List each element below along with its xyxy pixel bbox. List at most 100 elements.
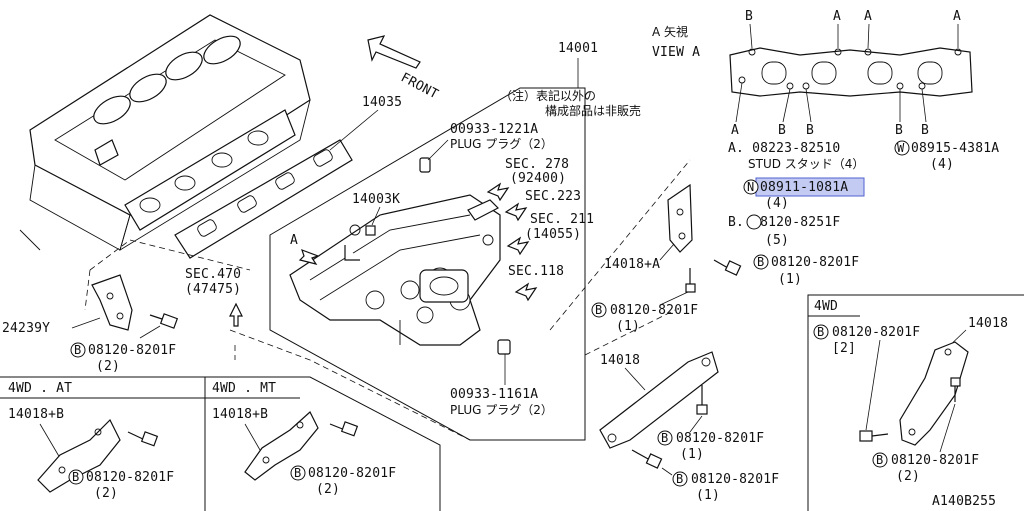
view-a-jp-label: A 矢視: [652, 24, 688, 39]
label-4wd: 4WD: [814, 299, 838, 314]
label-bolt-4wd-lower: 08120-8201F: [891, 453, 979, 468]
label-bolt-14018-upper: 08120-8201F: [676, 431, 764, 446]
arrow-sec278-icon: [486, 182, 510, 202]
label-stud-number: A. 08223-82510: [728, 141, 840, 156]
bracket-24239y-illustration: [91, 274, 133, 331]
marker-b-bottom-1: B: [778, 123, 786, 138]
circle-b-14018a-lower-icon: [591, 302, 607, 318]
label-sec223: SEC.223: [525, 189, 581, 204]
cylinder-head-illustration: [19, 14, 311, 251]
marker-a-top-1: A: [833, 9, 841, 24]
marker-a-top-2: A: [864, 9, 872, 24]
bolt-at-icon: [127, 431, 159, 447]
stay-14018-illustration: [599, 351, 719, 449]
plug-lower-icon: [497, 339, 511, 355]
label-stud-desc: STUD スタッド（4）: [748, 157, 864, 171]
label-sec118: SEC.118: [508, 264, 564, 279]
circle-w-icon: [894, 140, 910, 156]
qty-washer: (4): [930, 157, 954, 172]
note-line-2: 構成部品は非販売: [545, 103, 641, 118]
circle-n-icon: [743, 179, 759, 195]
label-14018a: 14018+A: [604, 257, 660, 272]
arrow-sec223-icon: [504, 202, 528, 222]
plug-upper-icon: [419, 157, 431, 173]
qty-bolt-24239y: (2): [96, 359, 120, 374]
note-line-1: （注）表記以外の: [500, 88, 596, 103]
label-plug-upper-desc: PLUG プラグ（2）: [450, 137, 553, 151]
label-bolt-14018a-lower: 08120-8201F: [610, 303, 698, 318]
label-14001: 14001: [558, 41, 598, 56]
bracket-14018b-at-illustration: [37, 418, 121, 493]
label-24239y: 24239Y: [2, 321, 50, 336]
qty-bolt-14018-upper: (1): [680, 447, 704, 462]
svg-text:B: B: [876, 453, 883, 467]
label-plug-lower-number: 00933-1161A: [450, 387, 538, 402]
circle-b-icon: [70, 342, 86, 358]
bolt-14018-lower-icon: [631, 449, 663, 469]
svg-text:B: B: [661, 431, 668, 445]
label-plug-lower-desc: PLUG プラグ（2）: [450, 403, 553, 417]
label-bolt-14018a: 08120-8201F: [771, 255, 859, 270]
label-bolt-at: 08120-8201F: [86, 470, 174, 485]
label-4wd-at: 4WD . AT: [8, 381, 72, 396]
arrow-sec118-icon: [514, 282, 538, 302]
circle-b-at-icon: [68, 469, 84, 485]
marker-b-bottom-3: B: [895, 123, 903, 138]
qty-bolt-4wd-lower: (2): [896, 469, 920, 484]
label-bolt-b-number: B. 08120-8251F: [728, 215, 840, 230]
arrow-sec470-icon: [229, 302, 243, 327]
qty-bolt-mt: (2): [316, 482, 340, 497]
label-bolt-4wd-upper: 08120-8201F: [832, 325, 920, 340]
circle-b-4wd-upper-icon: [813, 324, 829, 340]
front-direction-arrow: FRONT: [367, 35, 441, 102]
label-sec470-sub: (47475): [185, 282, 241, 297]
bolt-14018a-lower-icon: [685, 268, 696, 293]
bolt-14018-upper-icon: [696, 385, 708, 415]
svg-text:W: W: [897, 141, 905, 155]
label-4wd-mt: 4WD . MT: [212, 381, 276, 396]
label-bolt-14018-lower: 08120-8201F: [691, 472, 779, 487]
svg-text:B: B: [294, 466, 301, 480]
label-nut-number[interactable]: 08911-1081A: [760, 180, 848, 195]
label-bolt-24239y: 08120-8201F: [88, 343, 176, 358]
label-14018b-at: 14018+B: [8, 407, 64, 422]
marker-b-bottom-2: B: [806, 123, 814, 138]
part-14003k-icon: [365, 225, 376, 236]
bracket-14018b-mt-illustration: [244, 411, 319, 481]
qty-bolt-4wd-upper: [2]: [832, 341, 856, 356]
svg-text:B: B: [676, 472, 683, 486]
label-14003k: 14003K: [352, 192, 400, 207]
marker-a-bottom-1: A: [731, 123, 739, 138]
stay-14018-4wd-illustration: [899, 341, 969, 446]
label-14018b-mt: 14018+B: [212, 407, 268, 422]
marker-b-top-1: B: [745, 9, 753, 24]
label-14018-center: 14018: [600, 353, 640, 368]
intake-manifold-illustration: [289, 194, 501, 346]
circle-b-14018-lower-icon: [672, 471, 688, 487]
manifold-assembly-frame: [269, 87, 586, 441]
circle-b-14018a-icon: [753, 254, 769, 270]
svg-text:B: B: [74, 343, 81, 357]
circle-b-4wd-lower-icon: [872, 452, 888, 468]
svg-text:B: B: [757, 255, 764, 269]
label-14035: 14035: [362, 95, 402, 110]
label-washer-number: 08915-4381A: [911, 141, 999, 156]
bracket-14018a-illustration: [667, 183, 693, 253]
qty-bolt-14018a: (1): [778, 272, 802, 287]
svg-text:B: B: [817, 325, 824, 339]
circle-b-mt-icon: [290, 465, 306, 481]
label-plug-upper-number: 00933-1221A: [450, 122, 538, 137]
bolt-14018a-icon: [713, 259, 742, 276]
qty-bolt-b: (5): [765, 233, 789, 248]
circle-b-14018-upper-icon: [657, 430, 673, 446]
qty-bolt-at: (2): [94, 486, 118, 501]
box-4wd: [807, 294, 1024, 511]
bolt-24239y-icon: [149, 313, 179, 329]
label-sec211: SEC. 211: [530, 212, 594, 227]
view-a-en-label: VIEW A: [652, 45, 700, 60]
arrow-sec211-icon: [506, 236, 530, 256]
intake-manifold-gasket: [174, 139, 353, 259]
label-14018-4wd: 14018: [968, 316, 1008, 331]
front-label: FRONT: [398, 70, 440, 102]
